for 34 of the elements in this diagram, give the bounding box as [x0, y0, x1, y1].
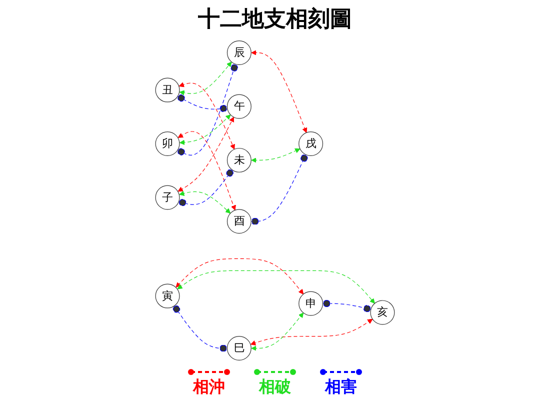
connector — [172, 306, 228, 352]
node-circle: 辰 — [226, 40, 252, 65]
node-circle: 午 — [226, 94, 252, 119]
connector — [250, 154, 308, 225]
arrow — [179, 190, 231, 214]
node-circle: 卯 — [155, 132, 180, 156]
arrow — [179, 114, 231, 145]
node-circle: 未 — [226, 148, 252, 172]
node-circle: 戌 — [298, 132, 324, 156]
arrow — [176, 258, 304, 294]
connector — [178, 94, 228, 112]
connector — [322, 300, 372, 312]
arrow — [178, 82, 235, 150]
connector — [178, 169, 234, 206]
node-circle: 子 — [155, 185, 180, 210]
node-circle: 申 — [298, 291, 324, 316]
arrow — [251, 50, 308, 133]
legend-text: 相破 — [259, 377, 291, 398]
node-circle: 亥 — [370, 300, 395, 325]
node-circle: 酉 — [226, 209, 252, 234]
arrow — [251, 148, 300, 163]
legend-text: 相沖 — [193, 377, 225, 398]
arrow — [250, 318, 373, 346]
arrow — [178, 131, 236, 210]
legend-text: 相害 — [325, 377, 357, 398]
arrow — [177, 270, 375, 304]
node-circle: 巳 — [226, 336, 252, 361]
arrow — [179, 62, 232, 96]
connector — [178, 64, 238, 156]
arrow — [178, 116, 234, 192]
node-circle: 丑 — [155, 78, 180, 102]
title: 十二地支相刻圖 — [198, 6, 352, 34]
node-circle: 寅 — [155, 284, 180, 308]
arrow — [251, 312, 304, 351]
